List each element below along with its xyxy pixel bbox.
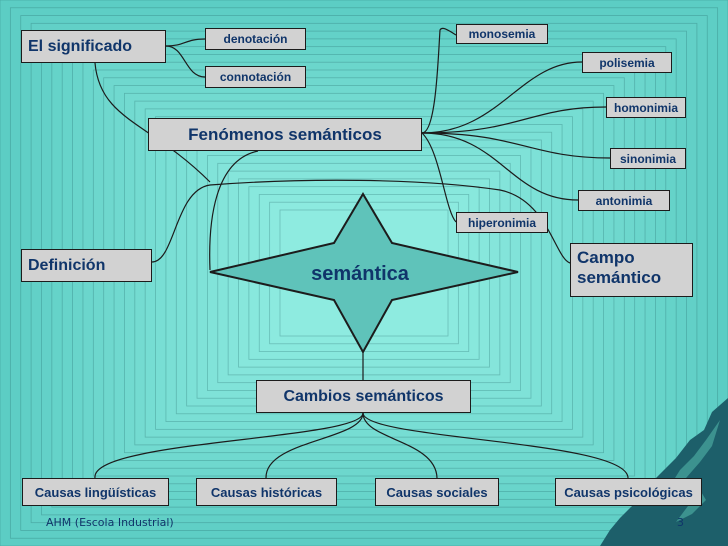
- corner-rock-highlight: [670, 420, 720, 522]
- node-polisemia: polisemia: [582, 52, 672, 73]
- connector-cambios-psicologicas: [362, 412, 629, 479]
- campo-line-2: semántico: [577, 267, 662, 287]
- connector-arc-campo: [209, 179, 571, 264]
- footer-author: AHM (Escola Industrial): [46, 516, 174, 529]
- node-cambios-semanticos: Cambios semánticos: [256, 380, 471, 413]
- connector-cambios-sociales: [362, 412, 438, 479]
- node-monosemia: monosemia: [456, 24, 548, 44]
- connector-fenomenos-monosemia: [421, 27, 457, 134]
- connector-cambios-linguisticas: [94, 412, 364, 479]
- node-connotacion: connotación: [205, 66, 306, 88]
- center-title-semantica: semántica: [311, 262, 409, 285]
- footer-page-number: 3: [677, 516, 684, 529]
- corner-rock-decoration: [600, 398, 728, 546]
- campo-line-1: Campo: [577, 248, 635, 267]
- connector-significado-connotacion: [165, 45, 206, 78]
- connector-fenomenos-polisemia: [421, 61, 583, 134]
- node-fenomenos-semanticos: Fenómenos semánticos: [148, 118, 422, 151]
- connector-fenomenos-sinonimia: [421, 132, 611, 159]
- connector-fenomenos-antonimia: [421, 132, 579, 201]
- node-antonimia: antonimia: [578, 190, 670, 211]
- connector-significado-denotacion: [165, 38, 206, 47]
- node-causas-psicologicas: Causas psicológicas: [555, 478, 702, 506]
- connector-definicion: [151, 184, 211, 263]
- node-hiperonimia: hiperonimia: [456, 212, 548, 233]
- connector-significado-fenomenos: [94, 62, 211, 183]
- node-campo-semantico: Campo semántico: [570, 243, 693, 297]
- connector-fenomenos-star: [209, 150, 259, 271]
- node-homonimia: homonimia: [606, 97, 686, 118]
- node-sinonimia: sinonimia: [610, 148, 686, 169]
- connector-fenomenos-hiperonimia: [421, 132, 457, 223]
- connector-fenomenos-homonimia: [421, 106, 607, 134]
- connector-cambios-historicas: [265, 412, 364, 479]
- node-el-significado: El significado: [21, 30, 166, 63]
- node-denotacion: denotación: [205, 28, 306, 50]
- node-causas-historicas: Causas históricas: [196, 478, 337, 506]
- node-definicion: Definición: [21, 249, 152, 282]
- node-causas-linguisticas: Causas lingüísticas: [22, 478, 169, 506]
- node-causas-sociales: Causas sociales: [375, 478, 499, 506]
